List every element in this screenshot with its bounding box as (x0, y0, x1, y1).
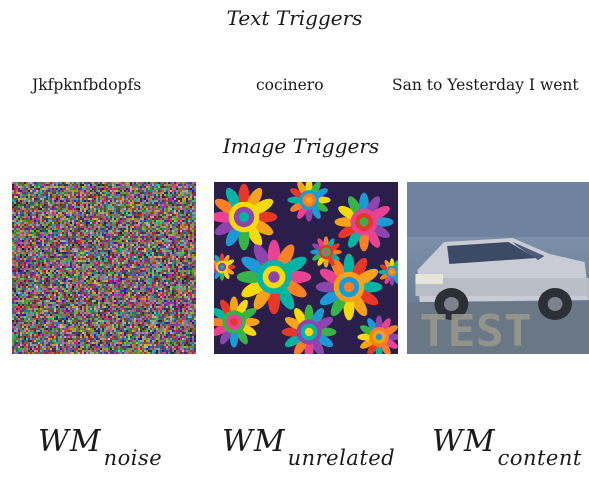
flower-motif (357, 315, 398, 354)
noise-image (12, 182, 196, 354)
wm-subscript: noise (103, 446, 163, 470)
wm-main: WM (222, 424, 286, 459)
flower-image (214, 182, 398, 354)
flower-motif (315, 253, 383, 321)
flower-motif (214, 296, 260, 348)
text-triggers-title: Text Triggers (226, 6, 363, 30)
text-trigger-1: Jkfpknfbdopfs (32, 76, 142, 94)
text-trigger-2: cocinero (256, 76, 324, 94)
car-photo-graphic: TEST (407, 182, 589, 354)
flower-motif (214, 253, 236, 281)
overlay-test-text: TEST (420, 305, 532, 354)
car-image: TEST (407, 182, 589, 354)
wm-unrelated-label: WMunrelated (222, 424, 395, 470)
flower-motif (236, 239, 312, 315)
flower-mandala-graphic (214, 182, 398, 354)
image-triggers-title: Image Triggers (222, 134, 380, 158)
wm-main: WM (38, 424, 102, 459)
wm-content-label: WMcontent (432, 424, 582, 470)
wm-main: WM (432, 424, 496, 459)
flower-motif (214, 183, 278, 251)
flower-motif (310, 236, 342, 268)
wm-noise-label: WMnoise (38, 424, 162, 470)
flower-motif (287, 182, 331, 222)
wm-subscript: content (497, 446, 582, 470)
text-trigger-3: San to Yesterday I went (392, 76, 579, 94)
noise-image-canvas (12, 182, 196, 354)
flower-motif (378, 258, 398, 286)
flower-motif (281, 304, 337, 354)
flower-motif (334, 192, 394, 252)
wm-subscript: unrelated (287, 446, 396, 470)
